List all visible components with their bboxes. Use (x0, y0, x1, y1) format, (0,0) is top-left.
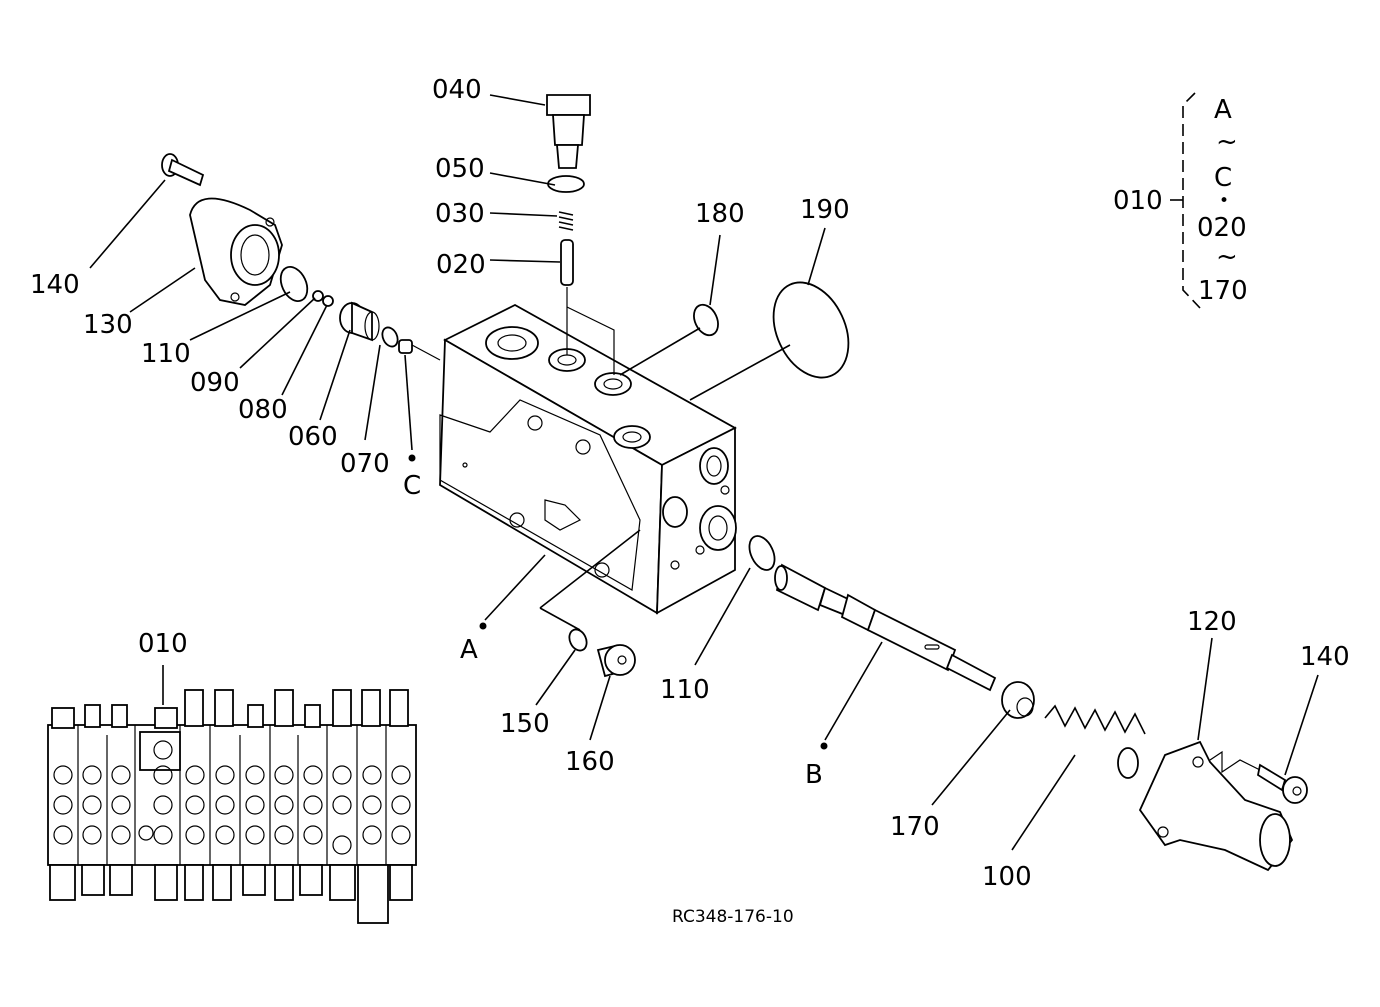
label-050: 050 (435, 154, 485, 184)
label-030: 030 (435, 199, 485, 229)
spring-100 (1044, 704, 1146, 779)
legend-dot: • (1219, 191, 1229, 211)
spool-b (774, 563, 997, 692)
o-ring-070 (381, 326, 399, 348)
control-valve-assembly-thumbnail (47, 689, 417, 924)
label-080: 080 (238, 395, 288, 425)
bolt-140-right (1256, 763, 1308, 804)
label-140-right: 140 (1300, 642, 1350, 672)
bolt-140-left (161, 153, 205, 187)
label-190: 190 (800, 195, 850, 225)
label-ref-b: B (805, 760, 823, 790)
plug-040 (546, 94, 591, 169)
legend-part-start: 020 (1197, 213, 1247, 243)
seat-170 (1001, 681, 1035, 719)
label-090: 090 (190, 368, 240, 398)
piston-060 (339, 301, 380, 342)
label-100: 100 (982, 862, 1032, 892)
legend-assembly-no: 010 (1113, 186, 1163, 216)
label-010-assembly: 010 (138, 629, 188, 659)
label-ref-c: C (403, 471, 421, 501)
label-040: 040 (432, 75, 482, 105)
plug-160 (596, 644, 636, 678)
label-120: 120 (1187, 607, 1237, 637)
leader-lines (89, 94, 1319, 851)
legend-part-end: 170 (1198, 276, 1248, 306)
label-020: 020 (436, 250, 486, 280)
plug-c (398, 339, 413, 354)
o-ring-110-right (748, 535, 776, 571)
label-070: 070 (340, 449, 390, 479)
cover-120 (1138, 740, 1294, 872)
label-110-right: 110 (660, 675, 710, 705)
legend-tilde-2: ~ (1216, 242, 1238, 272)
label-130: 130 (83, 310, 133, 340)
drawing-code: RC348-176-10 (672, 907, 794, 927)
ring-090 (312, 290, 324, 302)
legend-bracket (1170, 92, 1201, 309)
label-ref-a: A (460, 635, 478, 665)
label-150: 150 (500, 709, 550, 739)
spring-030 (558, 211, 574, 231)
label-160: 160 (565, 747, 615, 777)
label-170: 170 (890, 812, 940, 842)
o-ring-150 (568, 628, 588, 652)
label-180: 180 (695, 199, 745, 229)
legend-range-end: C (1214, 163, 1232, 193)
legend-tilde-1: ~ (1216, 127, 1238, 157)
valve-body (439, 303, 737, 615)
o-ring-180 (693, 303, 719, 337)
ref-dot-a (479, 622, 487, 630)
ring-080 (322, 295, 334, 307)
label-060: 060 (288, 422, 338, 452)
label-140-left: 140 (30, 270, 80, 300)
o-ring-110-left (279, 266, 309, 302)
ref-dot-b (820, 742, 828, 750)
cover-130 (189, 197, 283, 306)
ref-dot-c (408, 454, 416, 462)
o-ring-190 (772, 281, 850, 379)
legend-range-start: A (1214, 95, 1232, 125)
pin-020 (560, 239, 574, 286)
label-110-left: 110 (141, 339, 191, 369)
